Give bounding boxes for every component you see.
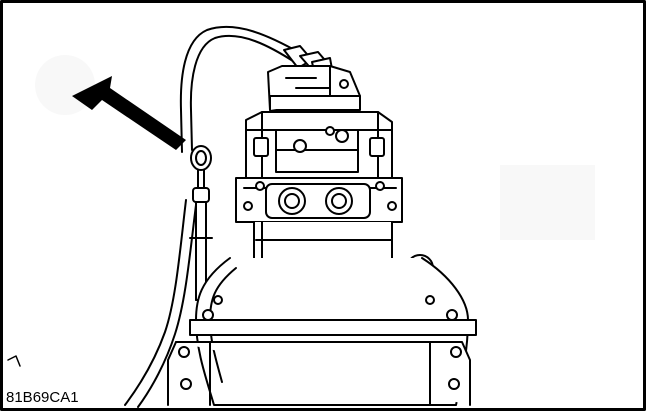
- hydraulic-hose: [124, 25, 301, 408]
- figure-label: 81B69CA1: [4, 389, 81, 406]
- hose-lower: [124, 199, 187, 406]
- motor-housing: [167, 257, 477, 406]
- housing-bolts: [178, 295, 462, 390]
- housing-flange: [189, 319, 477, 336]
- callout-arrow: [72, 76, 186, 150]
- motor-head: [245, 111, 393, 183]
- dipstick-tube: [192, 187, 210, 203]
- corner-mark: [7, 355, 21, 367]
- valve-block: [267, 65, 361, 111]
- motor-port-section: [235, 177, 403, 223]
